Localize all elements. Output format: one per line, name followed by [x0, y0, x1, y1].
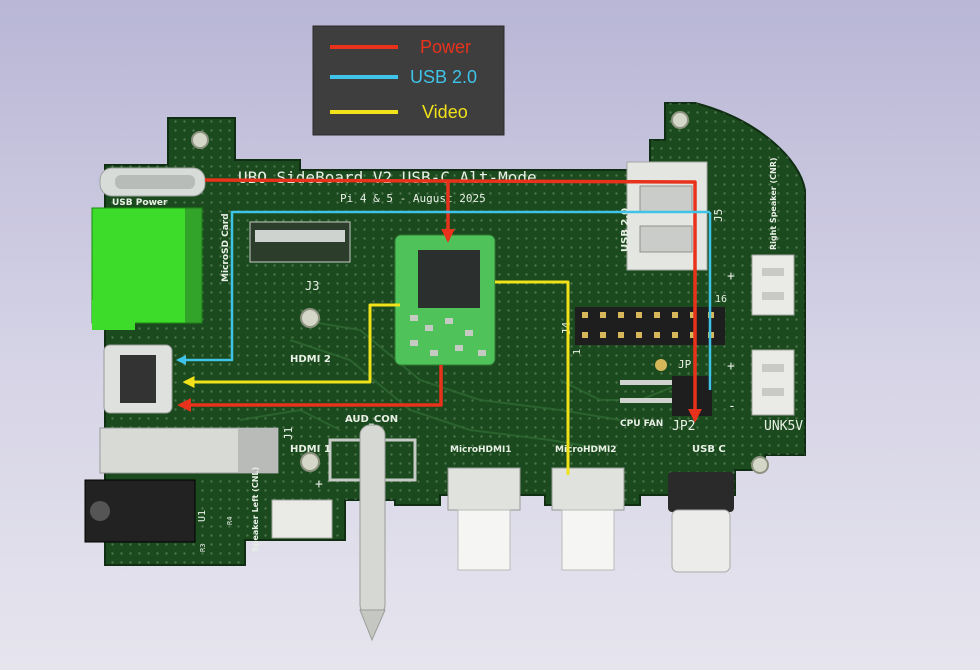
video-line-hdmi2 [182, 303, 400, 388]
label-cpu-fan: CPU FAN [620, 419, 663, 429]
left-speaker-connector [271, 499, 333, 539]
label-r3: R3 [199, 544, 207, 552]
label-j5: J5 [712, 209, 725, 222]
video-lines [182, 280, 570, 475]
usb-lines [176, 210, 712, 390]
mounting-holes [191, 111, 769, 474]
audio-jack-u1 [84, 479, 196, 543]
legend-label-power: Power [420, 37, 471, 57]
label-plus-3: + [315, 477, 323, 492]
hdmi1-port [99, 427, 279, 474]
legend-item-power: Power [330, 37, 471, 57]
label-aud-con: AUD_CON [345, 414, 398, 425]
microhdmi2-connector [551, 467, 625, 571]
label-usb20: USB 2.0 [620, 208, 631, 252]
label-usb-c: USB C [692, 444, 726, 455]
label-plus-2: + [727, 359, 735, 374]
label-j1: J1 [282, 427, 295, 440]
label-minus: - [728, 399, 736, 414]
board-subtitle: Pi 4 & 5 - August 2025 [340, 192, 486, 205]
label-hdmi2: HDMI 2 [290, 354, 331, 365]
usb-line-main [176, 210, 710, 365]
label-microsd: MicroSD Card [221, 213, 231, 282]
label-pin16: 16 [715, 294, 727, 305]
legend-label-video: Video [422, 102, 468, 122]
label-j3: J3 [305, 279, 319, 293]
microsd-card-slot [91, 207, 203, 330]
label-r4: R4 [226, 517, 234, 525]
usb-c-connector [668, 472, 734, 573]
audio-plug [328, 424, 417, 642]
right-speaker-connector [751, 254, 795, 316]
power-line-top [204, 178, 702, 423]
label-microhdmi1: MicroHDMI1 [450, 445, 512, 455]
label-right-speaker: Right Speaker (CNR) [769, 157, 778, 250]
video-line-microhdmi2 [495, 280, 570, 475]
label-pin1: 1 [572, 349, 583, 355]
label-u1: U1 [197, 510, 208, 522]
label-jp: JP [678, 358, 692, 371]
legend: Power USB 2.0 Video [312, 25, 505, 136]
central-module [394, 234, 496, 366]
unk5v-connector [751, 349, 795, 416]
label-plus-1: + [727, 269, 735, 284]
fpc-connector-j3 [249, 221, 351, 263]
board-title: UBO SideBoard V2 USB-C Alt-Mode [238, 168, 537, 187]
microhdmi1-connector [447, 467, 521, 571]
label-usb-power: USB Power [112, 198, 168, 208]
pin-header-j4 [575, 307, 725, 345]
legend-item-video: Video [330, 102, 468, 122]
usb-power-connector [99, 167, 206, 197]
label-hdmi1: HDMI 1 [290, 444, 331, 455]
hdmi2-port [103, 344, 173, 414]
label-unk5v: UNK5V [764, 419, 803, 434]
legend-label-usb: USB 2.0 [410, 67, 477, 87]
label-speaker-left: Speaker Left (CNL) [251, 467, 260, 552]
legend-item-usb: USB 2.0 [330, 67, 477, 87]
label-microhdmi2: MicroHDMI2 [555, 445, 617, 455]
label-jp2: JP2 [672, 419, 695, 434]
power-line-hdmi2 [177, 365, 443, 412]
